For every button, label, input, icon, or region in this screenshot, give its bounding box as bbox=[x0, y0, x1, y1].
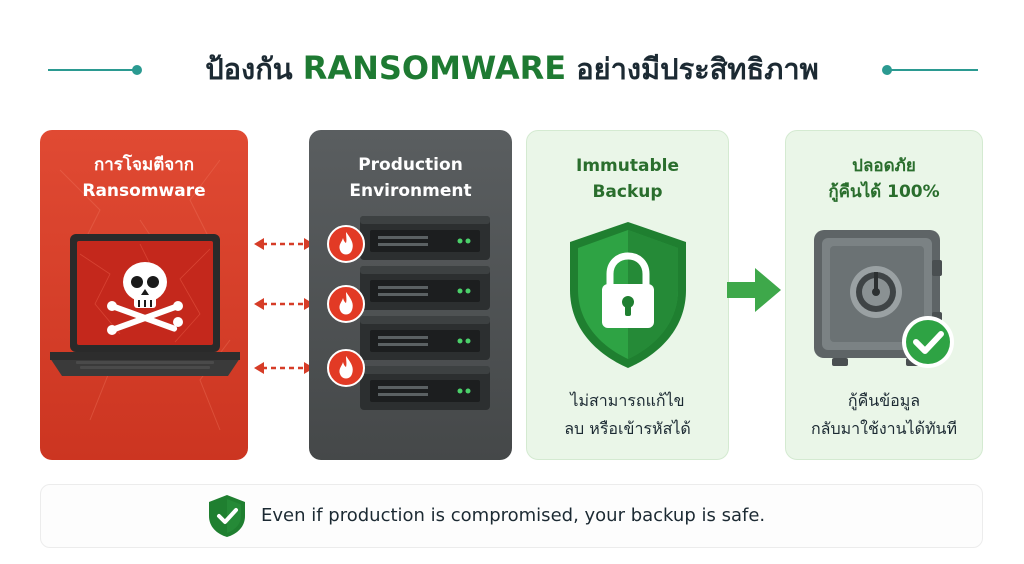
server-rack-icon bbox=[318, 210, 498, 424]
title-divider-right bbox=[888, 69, 978, 71]
footer-text: Even if production is compromised, your … bbox=[261, 505, 766, 526]
title-dot-left bbox=[132, 65, 142, 75]
attack-panel: การโจมตีจาก Ransomware bbox=[40, 130, 248, 460]
server-unit-3 bbox=[360, 316, 490, 360]
attack-arrows bbox=[254, 228, 314, 388]
backup-panel-caption: ไม่สามารถแก้ไข ลบ หรือเข้ารหัสได้ bbox=[564, 391, 691, 438]
title-dot-right bbox=[882, 65, 892, 75]
fire-icon-3 bbox=[327, 349, 365, 387]
attack-panel-title: การโจมตีจาก Ransomware bbox=[82, 155, 206, 201]
skull-laptop-icon bbox=[50, 234, 240, 388]
server-unit-2 bbox=[360, 266, 490, 310]
server-unit-4 bbox=[360, 366, 490, 410]
shield-lock-icon bbox=[566, 220, 690, 374]
title-divider-left bbox=[48, 69, 136, 71]
title-accent: RANSOMWARE bbox=[302, 49, 567, 87]
green-arrow-icon bbox=[727, 266, 781, 318]
safe-panel-title: ปลอดภัย กู้คืนได้ 100% bbox=[828, 156, 940, 202]
title-row: ป้องกัน RANSOMWARE อย่างมีประสิทธิภาพ bbox=[0, 38, 1024, 102]
page-title: ป้องกัน RANSOMWARE อย่างมีประสิทธิภาพ bbox=[150, 46, 874, 92]
title-prefix: ป้องกัน bbox=[205, 52, 293, 86]
production-panel-title: Production Environment bbox=[349, 155, 472, 201]
safe-panel-caption: กู้คืนข้อมูล กลับมาใช้งานได้ทันที bbox=[810, 391, 958, 438]
fire-icon-2 bbox=[327, 285, 365, 323]
fire-icon-1 bbox=[327, 225, 365, 263]
footer-banner: Even if production is compromised, your … bbox=[40, 484, 983, 548]
server-unit-1 bbox=[360, 216, 490, 260]
shield-check-icon bbox=[207, 494, 247, 542]
title-suffix: อย่างมีประสิทธิภาพ bbox=[576, 52, 819, 86]
vault-check-icon bbox=[810, 226, 960, 380]
backup-panel-title: Immutable Backup bbox=[576, 156, 679, 202]
